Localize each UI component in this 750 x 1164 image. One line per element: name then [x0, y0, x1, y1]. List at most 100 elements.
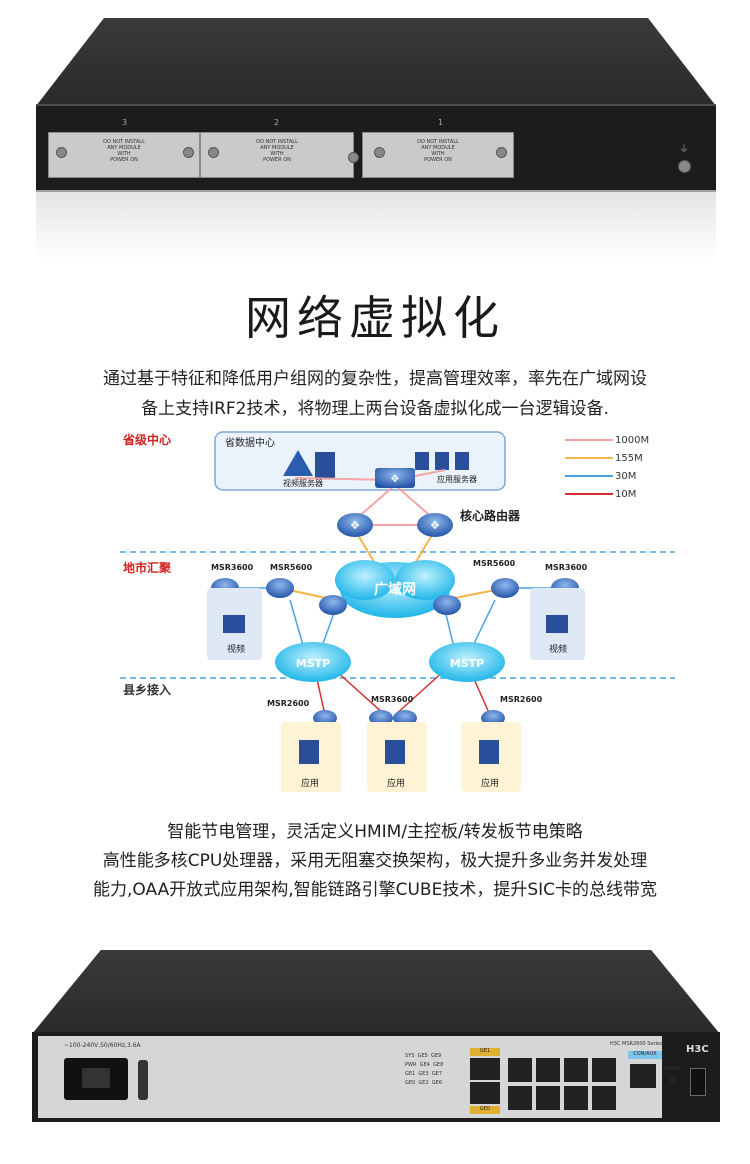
slot-label-line: DO NOT INSTALL	[256, 139, 298, 145]
con-aux-label: CON/AUX	[628, 1051, 662, 1059]
legend-label: 155M	[615, 453, 643, 464]
power-rating-label: ~100-240V,50/60Hz,3.6A	[64, 1042, 141, 1049]
router-icon	[491, 578, 519, 598]
led-label: SYS	[405, 1053, 415, 1059]
led-label: GE2	[418, 1080, 429, 1086]
video-device-icon	[546, 615, 568, 633]
model-label: MSR2600	[500, 695, 543, 704]
slot-label-line: DO NOT INSTALL	[417, 139, 459, 145]
module-slot-1: DO NOT INSTALL ANY MODULE WITH POWER ON	[362, 132, 514, 178]
ge0-port[interactable]	[470, 1082, 500, 1104]
ge1-port[interactable]	[470, 1058, 500, 1080]
tier-label-province: 省级中心	[122, 432, 171, 447]
slot-label-line: POWER ON	[110, 157, 138, 163]
led-label: GE7	[431, 1071, 443, 1077]
screw-icon	[496, 147, 507, 158]
slot-label-line: WITH	[117, 151, 131, 157]
legend-label: 10M	[615, 489, 636, 500]
screw-icon	[56, 147, 67, 158]
model-label: MSR3600	[371, 695, 414, 704]
screw-icon	[183, 147, 194, 158]
server-icon	[415, 452, 429, 470]
mstp-cloud-icon	[275, 642, 351, 682]
model-label: MSR3600	[545, 563, 588, 572]
power-inlet-icon	[82, 1068, 110, 1088]
reset-label: RESET	[664, 1066, 681, 1072]
brand-logo: H3C	[686, 1044, 709, 1055]
feature-line-1: 智能节电管理，灵活定义HMIM/主控板/转发板节电策略	[167, 822, 583, 842]
video-device-icon	[223, 615, 245, 633]
module-slot-2: DO NOT INSTALL ANY MODULE WITH POWER ON	[200, 132, 354, 178]
ground-screw-icon	[678, 160, 691, 173]
feature-line-2: 高性能多核CPU处理器，采用无阻塞交换架构，极大提升多业务并发处理	[102, 851, 648, 871]
slot-label-line: ANY MODULE	[260, 145, 294, 151]
ethernet-port-group	[508, 1058, 616, 1110]
slot-number: 2	[274, 118, 280, 127]
video-server-icon	[283, 450, 313, 476]
slot-label-line: POWER ON	[263, 157, 291, 163]
ge0-label: GE0	[470, 1106, 500, 1114]
usb-port[interactable]	[690, 1068, 706, 1096]
mstp-cloud-icon	[429, 642, 505, 682]
svg-text:✥: ✥	[391, 474, 399, 485]
screw-icon	[374, 147, 385, 158]
led-label: GE1	[405, 1071, 416, 1077]
video-label: 视频	[549, 643, 567, 655]
network-topology-diagram: 省级中心 地市汇聚 县乡接入 省数据中心 视频服务器 应用服务器 1000M 1…	[120, 431, 675, 792]
ethernet-port[interactable]	[592, 1086, 616, 1110]
app-device-icon	[479, 740, 499, 764]
svg-text:✥: ✥	[430, 519, 439, 532]
wan-cloud-icon	[335, 560, 455, 618]
reset-button[interactable]	[669, 1076, 677, 1084]
mstp-label: MSTP	[296, 657, 330, 670]
ge1-label: GE1	[470, 1048, 500, 1056]
legend-label: 1000M	[615, 435, 649, 446]
led-label: PWR	[405, 1062, 417, 1068]
led-label: GE8	[433, 1062, 444, 1068]
module-slot-3: DO NOT INSTALL ANY MODULE WITH POWER ON	[48, 132, 200, 178]
core-router-label: 核心路由器	[460, 508, 521, 523]
ethernet-port[interactable]	[536, 1086, 560, 1110]
ethernet-port[interactable]	[564, 1086, 588, 1110]
intro-line-1: 通过基于特征和降低用户组网的复杂性，提高管理效率，率先在广域网设	[103, 369, 647, 389]
model-label: MSR5600	[270, 563, 313, 572]
feature-line-3: 能力,OAA开放式应用架构,智能链路引擎CUBE技术，提升SIC卡的总线带宽	[92, 880, 657, 900]
server-icon	[315, 452, 335, 478]
model-label: MSR3600	[211, 563, 254, 572]
core-router-icon: ✥	[417, 513, 453, 537]
wan-label: 广域网	[374, 581, 416, 598]
reflection	[36, 190, 716, 260]
intro-line-2: 备上支持IRF2技术，将物理上两台设备虚拟化成一台逻辑设备.	[141, 399, 609, 419]
mstp-label: MSTP	[450, 657, 484, 670]
tier-label-city: 地市汇聚	[123, 560, 172, 575]
ethernet-port[interactable]	[536, 1058, 560, 1082]
slot-number: 1	[438, 118, 444, 127]
model-label: H3C MSR2600 Series	[610, 1041, 663, 1047]
console-port[interactable]	[630, 1064, 656, 1088]
ethernet-port[interactable]	[564, 1058, 588, 1082]
model-label: MSR2600	[267, 699, 310, 708]
ethernet-port[interactable]	[592, 1058, 616, 1082]
screw-icon	[208, 147, 219, 158]
router-icon	[266, 578, 294, 598]
app-label: 应用	[481, 777, 499, 789]
led-label: GE5	[417, 1053, 428, 1059]
router-top-cover	[36, 18, 716, 106]
ethernet-port[interactable]	[508, 1058, 532, 1082]
legend-label: 30M	[615, 471, 636, 482]
router-icon	[319, 595, 347, 615]
app-device-icon	[385, 740, 405, 764]
router-icon	[433, 595, 461, 615]
datacenter-label: 省数据中心	[225, 436, 275, 449]
tier-label-county: 县乡接入	[123, 682, 171, 697]
slot-label-line: ANY MODULE	[421, 145, 455, 151]
led-panel: SYS GE5 GE9 PWR GE4 GE8 GE1 GE3 GE7 GE0 …	[405, 1052, 465, 1088]
router-top-cover	[32, 950, 720, 1034]
led-label: GE4	[419, 1062, 430, 1068]
svg-text:✥: ✥	[350, 519, 359, 532]
led-label: GE0	[405, 1080, 416, 1086]
server-icon	[455, 452, 469, 470]
app-label: 应用	[387, 777, 405, 789]
power-switch[interactable]	[138, 1060, 148, 1100]
ethernet-port[interactable]	[508, 1086, 532, 1110]
